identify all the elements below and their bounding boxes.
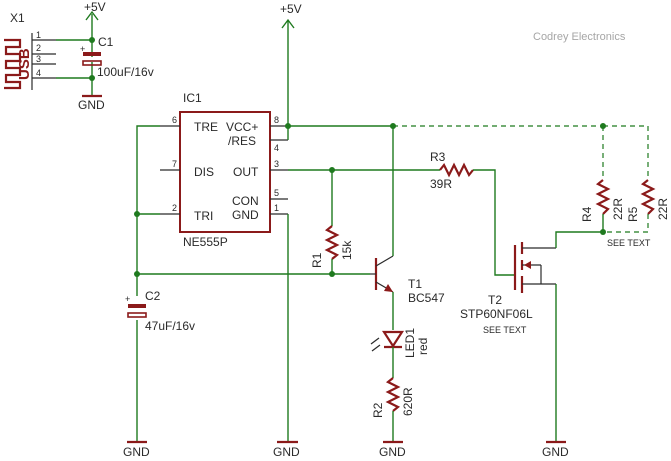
resistor-r3 — [439, 162, 474, 178]
capacitor-c2: + — [125, 294, 147, 318]
mosfet-t2 — [513, 242, 556, 293]
ic-pin-gnd: GND — [232, 208, 259, 222]
ic-pin-dis: DIS — [194, 165, 214, 179]
t1-label: T1 — [408, 277, 422, 291]
transistor-t1 — [370, 255, 394, 293]
r3-value: 39R — [430, 177, 452, 191]
c2-value: 47uF/16v — [145, 319, 195, 333]
usb-connector: USB — [4, 33, 56, 90]
t2-label: T2 — [488, 293, 502, 307]
capacitor-c1: + — [80, 44, 102, 66]
r3-label: R3 — [430, 150, 446, 164]
vcc-left-label: +5V — [84, 0, 106, 14]
ic-pinnum-6: 6 — [172, 115, 177, 125]
r2-label: R2 — [371, 402, 385, 418]
r5-value: 22R — [656, 198, 670, 220]
ic1-body — [179, 111, 271, 233]
gnd-label-t2: GND — [542, 445, 569, 459]
c1-value: 100uF/16v — [97, 65, 154, 79]
led1-label: LED1 — [403, 328, 417, 358]
r1-label: R1 — [310, 252, 324, 268]
gnd-label-c2: GND — [123, 445, 150, 459]
ic-pinnum-7: 7 — [172, 159, 177, 169]
r4-label: R4 — [580, 206, 594, 222]
t1-part: BC547 — [408, 291, 445, 305]
ic1-label: IC1 — [183, 91, 202, 105]
r5-label: R5 — [626, 206, 640, 222]
resistor-r1 — [324, 225, 340, 260]
usb-pin-1: 1 — [36, 30, 41, 40]
resistor-r4 — [595, 179, 611, 215]
ic-pinnum-5: 5 — [274, 188, 279, 198]
gnd-label-c1: GND — [78, 98, 105, 112]
led1-color: red — [416, 338, 430, 355]
ic-pinnum-3: 3 — [274, 159, 279, 169]
usb-text: USB — [16, 48, 33, 80]
ic-pinnum-1: 1 — [274, 203, 279, 213]
ic-pinnum-2: 2 — [172, 203, 177, 213]
ic-pinnum-8: 8 — [274, 115, 279, 125]
ic-pinnum-4: 4 — [274, 143, 279, 153]
resistor-r2 — [385, 377, 401, 412]
brand-label: Codrey Electronics — [533, 31, 626, 43]
led1 — [370, 330, 405, 352]
x1-label: X1 — [10, 11, 25, 25]
t2-part: STP60NF06L — [460, 307, 533, 321]
ic1-part: NE555P — [183, 235, 228, 249]
r1-value: 15k — [340, 240, 354, 260]
gnd-label-ic: GND — [273, 445, 300, 459]
gnd-label-r2: GND — [379, 445, 406, 459]
r4-value: 22R — [611, 198, 625, 220]
svg-text:+: + — [80, 44, 85, 54]
ic-pin-out: OUT — [233, 165, 259, 179]
ic-pin-res: /RES — [228, 134, 256, 148]
r2-value: 620R — [401, 387, 415, 416]
ic-pin-con: CON — [232, 194, 259, 208]
c2-label: C2 — [145, 289, 161, 303]
usb-pin-3: 3 — [36, 54, 41, 64]
vcc-mid-label: +5V — [280, 2, 302, 16]
ic-pin-tre: TRE — [194, 120, 218, 134]
ic-pin-tri: TRI — [194, 209, 213, 223]
vcc-arrow-left — [85, 10, 99, 21]
resistor-r5 — [640, 179, 656, 215]
ic-pin-vcc: VCC+ — [226, 120, 258, 134]
t2-see-text: SEE TEXT — [483, 325, 527, 335]
usb-pin-2: 2 — [36, 43, 41, 53]
c1-label: C1 — [98, 35, 114, 49]
r4-r5-see-text: SEE TEXT — [607, 238, 651, 248]
usb-pin-4: 4 — [36, 68, 41, 78]
svg-text:+: + — [125, 294, 130, 304]
